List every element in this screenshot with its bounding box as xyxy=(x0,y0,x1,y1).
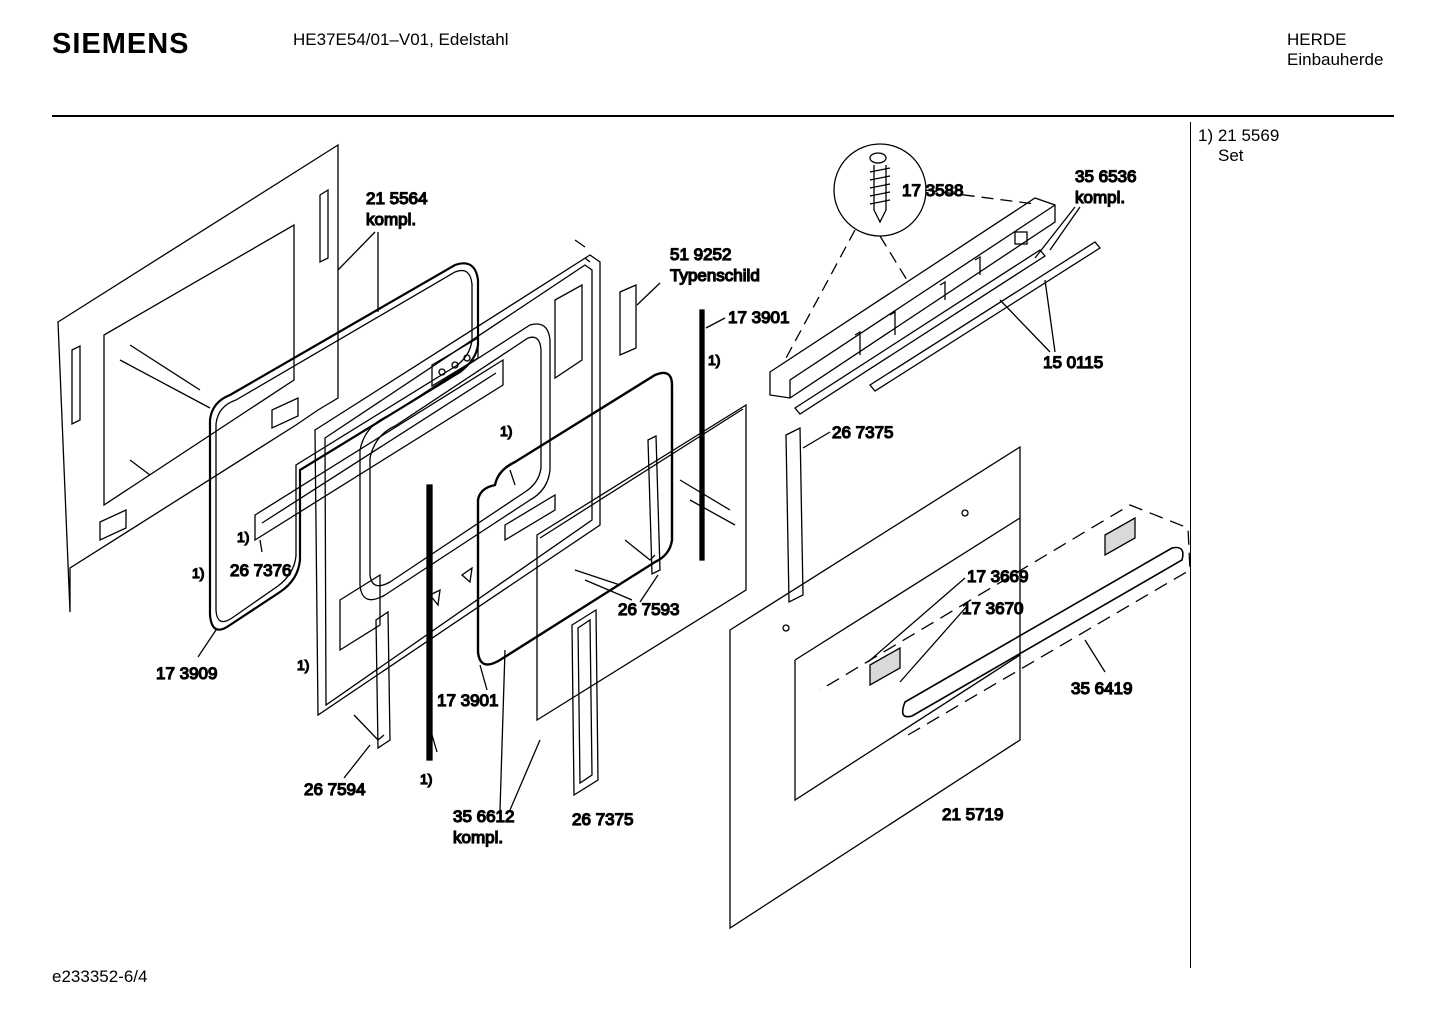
label-519252-sub: Typenschild xyxy=(670,266,760,285)
label-173588: 17 3588 xyxy=(902,181,963,200)
label-215564: 21 5564 xyxy=(366,189,427,208)
category-line1: HERDE xyxy=(1287,30,1347,49)
drawing-code: e233352-6/4 xyxy=(52,967,148,986)
label-356536: 35 6536 xyxy=(1075,167,1136,186)
label-173901-top: 17 3901 xyxy=(728,308,789,327)
footnote-marker-6: 1) xyxy=(420,771,432,787)
gasket-173901-middle xyxy=(476,371,674,666)
footnote-marker-3: 1) xyxy=(237,529,249,545)
category: HERDE Einbauherde xyxy=(1287,30,1383,70)
label-173901-bottom: 17 3901 xyxy=(437,691,498,710)
label-267375-bottom: 26 7375 xyxy=(572,810,633,829)
screw-inset-173588 xyxy=(784,143,1036,361)
gasket-173909 xyxy=(208,262,480,631)
label-267376: 26 7376 xyxy=(230,561,291,580)
model-title: HE37E54/01–V01, Edelstahl xyxy=(293,30,509,49)
trim-strips-150115 xyxy=(794,241,1101,415)
set-note: 1) 21 5569 Set xyxy=(1198,126,1279,166)
strip-267376 xyxy=(254,358,504,542)
label-215564-sub: kompl. xyxy=(366,210,416,229)
label-267594: 26 7594 xyxy=(304,780,365,799)
label-267375-top: 26 7375 xyxy=(832,423,893,442)
sidebar-divider xyxy=(1190,122,1191,968)
nameplate-519252 xyxy=(619,284,637,356)
label-356612-sub: kompl. xyxy=(453,828,503,847)
footnote-marker-2: 1) xyxy=(708,352,720,368)
label-173670: 17 3670 xyxy=(962,599,1023,618)
label-519252: 51 9252 xyxy=(670,245,731,264)
label-173669: 17 3669 xyxy=(967,567,1028,586)
footnote-marker-5: 1) xyxy=(297,657,309,673)
inner-glass-356612 xyxy=(536,403,747,722)
front-door-215719 xyxy=(729,445,1021,930)
label-356419: 35 6419 xyxy=(1071,679,1132,698)
top-rail-356536 xyxy=(769,197,1056,399)
set-note-line2: Set xyxy=(1218,146,1244,165)
category-line2: Einbauherde xyxy=(1287,50,1384,69)
label-215719: 21 5719 xyxy=(942,805,1003,824)
label-150115: 15 0115 xyxy=(1043,353,1103,372)
side-rails-267375 xyxy=(571,426,804,797)
hinges xyxy=(353,434,661,750)
handle-356419 xyxy=(819,504,1191,736)
middle-frame xyxy=(314,239,601,717)
header-rule xyxy=(52,115,1394,117)
label-356612: 35 6612 xyxy=(453,807,514,826)
footnote-marker-4: 1) xyxy=(192,565,204,581)
label-267593: 26 7593 xyxy=(618,600,679,619)
label-356536-sub: kompl. xyxy=(1075,188,1125,207)
brand-logo: SIEMENS xyxy=(52,28,190,60)
label-173909: 17 3909 xyxy=(156,664,217,683)
leader-lines xyxy=(197,206,1106,811)
footnote-marker-1: 1) xyxy=(500,423,512,439)
set-note-line1: 1) 21 5569 xyxy=(1198,126,1280,145)
outer-glass-panel xyxy=(57,143,339,613)
